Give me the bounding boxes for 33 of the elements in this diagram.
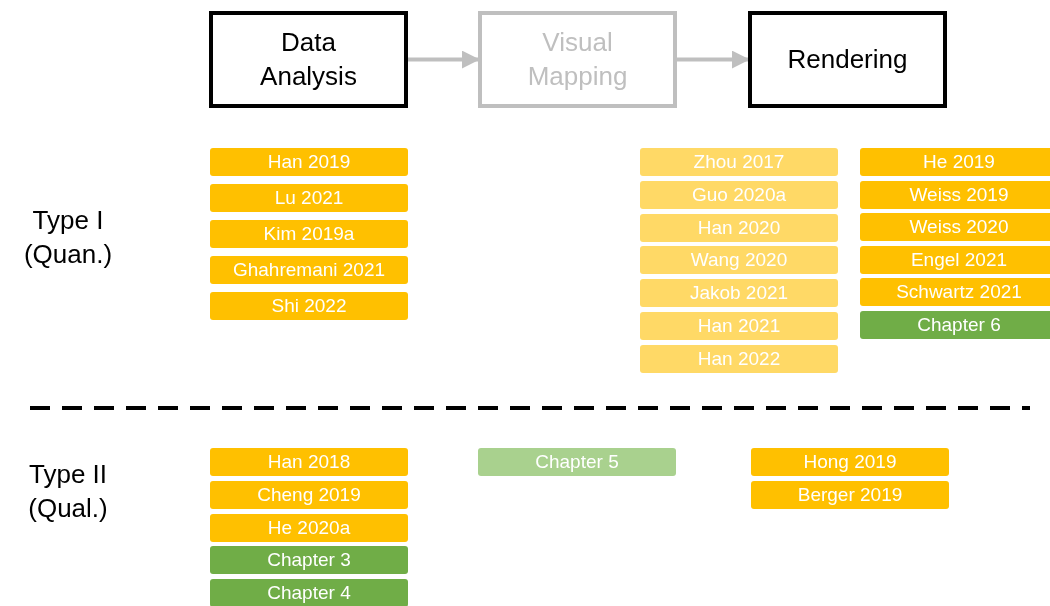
row-label: Type I (Quan.): [22, 204, 114, 271]
arrow: [408, 50, 480, 69]
paper-tag: Han 2020: [640, 213, 838, 242]
paper-tag: He 2020a: [210, 513, 408, 542]
paper-tag: Kim 2019a: [210, 220, 408, 248]
paper-tag: Han 2018: [210, 448, 408, 476]
stage-box: Data Analysis: [209, 11, 408, 108]
paper-tag: He 2019: [860, 148, 1050, 176]
chapter-tag: Chapter 4: [210, 579, 408, 606]
paper-tag: Weiss 2020: [860, 213, 1050, 242]
paper-tag: Wang 2020: [640, 246, 838, 275]
paper-tag: Shi 2022: [210, 292, 408, 320]
paper-tag: Lu 2021: [210, 184, 408, 212]
paper-tag: Zhou 2017: [640, 148, 838, 176]
paper-tag: Berger 2019: [751, 480, 949, 509]
arrow: [677, 50, 750, 69]
paper-tag: Guo 2020a: [640, 180, 838, 209]
paper-tag: Han 2021: [640, 312, 838, 340]
chapter-tag: Chapter 5: [478, 448, 676, 476]
paper-tag: Jakob 2021: [640, 279, 838, 308]
paper-tag: Weiss 2019: [860, 180, 1050, 209]
stage-box: Visual Mapping: [478, 11, 677, 108]
paper-tag: Cheng 2019: [210, 480, 408, 509]
stage-box: Rendering: [748, 11, 947, 108]
paper-tag: Ghahremani 2021: [210, 256, 408, 284]
paper-tag: Han 2019: [210, 148, 408, 176]
paper-tag: Engel 2021: [860, 245, 1050, 274]
paper-tag: Han 2022: [640, 344, 838, 373]
chapter-tag: Chapter 3: [210, 546, 408, 575]
row-label: Type II (Qual.): [27, 458, 109, 525]
chapter-tag: Chapter 6: [860, 311, 1050, 339]
paper-tag: Schwartz 2021: [860, 278, 1050, 307]
paper-tag: Hong 2019: [751, 448, 949, 476]
